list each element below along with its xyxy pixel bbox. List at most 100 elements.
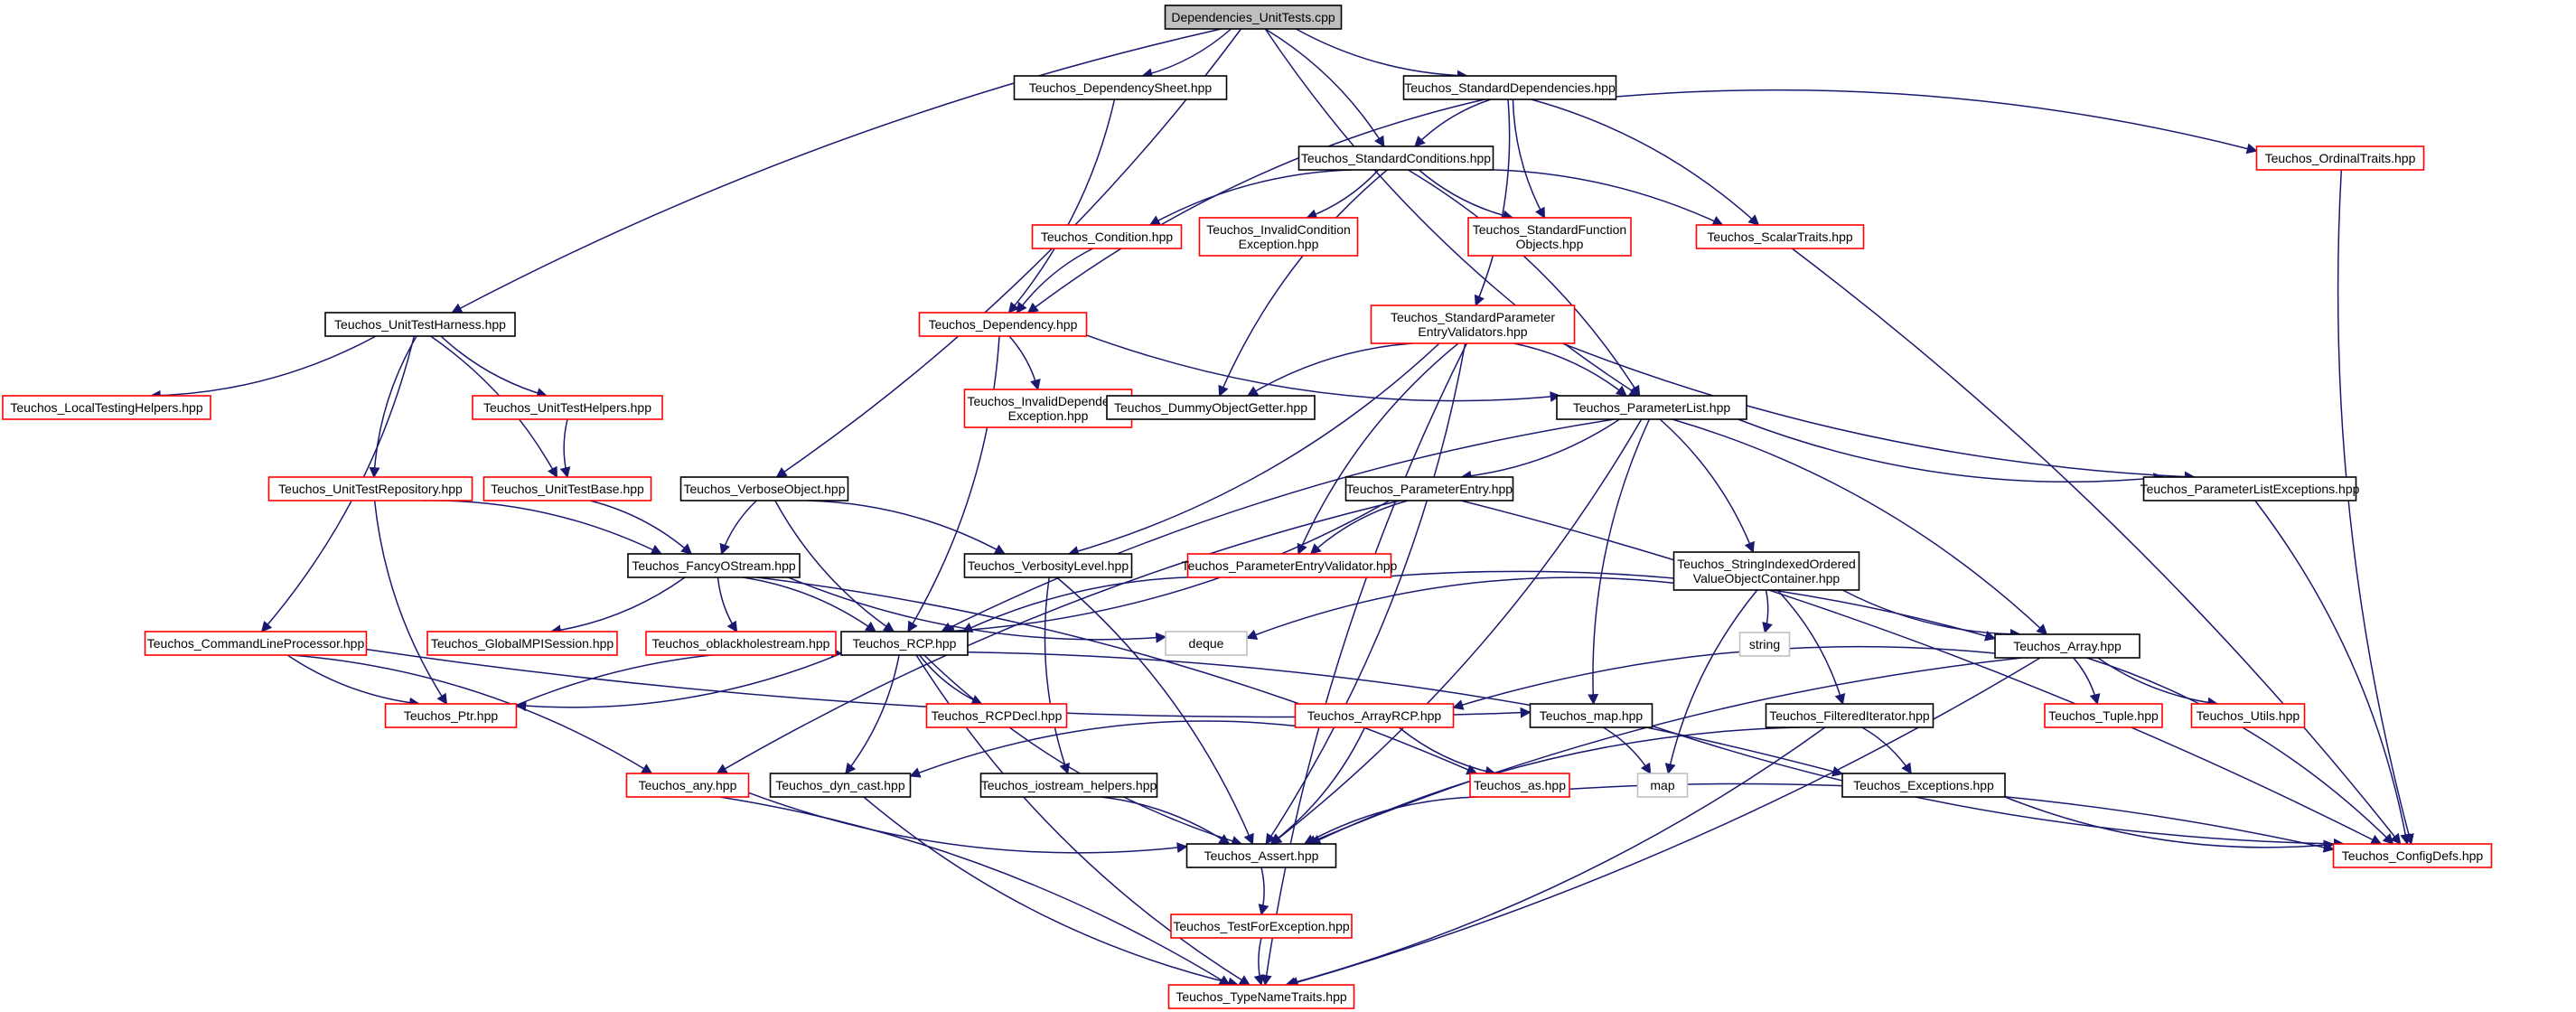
node-verbobj[interactable]: Teuchos_VerboseObject.hpp — [679, 476, 849, 501]
node-dependency[interactable]: Teuchos_Dependency.hpp — [918, 312, 1088, 337]
node-rcpdecl[interactable]: Teuchos_RCPDecl.hpp — [925, 703, 1068, 728]
edge-utrepo-to-ptr — [373, 500, 448, 706]
node-array[interactable]: Teuchos_Array.hpp — [1994, 633, 2140, 659]
node-label-pev: Teuchos_ParameterEntryValidator.hpp — [1182, 558, 1398, 573]
node-label-verbobj: Teuchos_VerboseObject.hpp — [683, 482, 845, 496]
node-tfe[interactable]: Teuchos_TestForException.hpp — [1170, 914, 1353, 939]
edge-array-to-utils — [2097, 657, 2219, 708]
node-box-ordinal — [2255, 145, 2425, 171]
node-box-stddeps — [1402, 75, 1617, 100]
node-arcp[interactable]: Teuchos_ArrayRCP.hpp — [1294, 703, 1455, 728]
node-oblack[interactable]: Teuchos_oblackholestream.hpp — [645, 631, 837, 656]
edge-arcp-to-dyncast — [909, 720, 1296, 778]
edge-array-to-assert — [1305, 657, 2023, 846]
node-stdcond[interactable]: Teuchos_StandardConditions.hpp — [1297, 145, 1494, 171]
node-ptr[interactable]: Teuchos_Ptr.hpp — [384, 703, 518, 728]
node-box-plexc — [2142, 476, 2357, 501]
node-label-as: Teuchos_as.hpp — [1474, 778, 1566, 792]
node-tnt[interactable]: Teuchos_TypeNameTraits.hpp — [1167, 984, 1355, 1009]
node-box-root — [1164, 5, 1343, 30]
node-box-cmdline — [144, 631, 368, 656]
node-exceptions[interactable]: Teuchos_Exceptions.hpp — [1841, 773, 2006, 798]
node-tuple[interactable]: Teuchos_Tuple.hpp — [2044, 703, 2163, 728]
edge-verblevel-to-iohelp — [1044, 576, 1070, 775]
node-iohelp[interactable]: Teuchos_iostream_helpers.hpp — [979, 773, 1158, 798]
node-label-fos: Teuchos_FancyOStream.hpp — [632, 558, 796, 573]
node-utbase[interactable]: Teuchos_UnitTestBase.hpp — [482, 476, 652, 501]
node-scalar[interactable]: Teuchos_ScalarTraits.hpp — [1695, 224, 1865, 249]
node-label-verblevel: Teuchos_VerbosityLevel.hpp — [968, 558, 1129, 573]
node-map[interactable]: Teuchos_map.hpp — [1529, 703, 1653, 728]
node-label-sivoc: ValueObjectContainer.hpp — [1693, 571, 1841, 586]
node-plexc[interactable]: Teuchos_ParameterListExceptions.hpp — [2140, 476, 2360, 501]
node-box-map — [1529, 703, 1653, 728]
node-label-arcp: Teuchos_ArrayRCP.hpp — [1307, 708, 1442, 723]
node-spev[interactable]: Teuchos_StandardParameterEntryValidators… — [1370, 305, 1576, 344]
node-plist[interactable]: Teuchos_ParameterList.hpp — [1556, 395, 1747, 420]
node-label-depsheet: Teuchos_DependencySheet.hpp — [1029, 80, 1213, 95]
node-stdmap[interactable]: map — [1636, 773, 1689, 798]
edge-pev-to-rcp — [961, 576, 1232, 632]
node-fos[interactable]: Teuchos_FancyOStream.hpp — [627, 553, 801, 578]
node-label-stdfunc: Teuchos_StandardFunction — [1473, 222, 1626, 237]
node-box-utbase — [482, 476, 652, 501]
node-depsheet[interactable]: Teuchos_DependencySheet.hpp — [1013, 75, 1228, 100]
edge-root-to-plist — [1264, 28, 1641, 397]
node-rcp[interactable]: Teuchos_RCP.hpp — [840, 631, 969, 656]
node-box-condition — [1031, 224, 1183, 249]
node-label-iohelp: Teuchos_iostream_helpers.hpp — [981, 778, 1157, 792]
node-label-tfe: Teuchos_TestForException.hpp — [1173, 919, 1350, 933]
edge-spev-to-tnt — [1260, 342, 1468, 987]
edge-verblevel-to-assert — [1056, 576, 1254, 846]
node-label-exceptions: Teuchos_Exceptions.hpp — [1853, 778, 1994, 792]
node-uth[interactable]: Teuchos_UnitTestHarness.hpp — [324, 312, 516, 337]
edge-condition-to-dependency — [1016, 248, 1093, 314]
node-label-rcpdecl: Teuchos_RCPDecl.hpp — [932, 708, 1063, 723]
edge-stddeps-to-dependency — [1026, 98, 1485, 314]
edge-uth-to-utrepo — [369, 335, 417, 479]
node-label-uthelp: Teuchos_UnitTestHelpers.hpp — [483, 400, 651, 415]
edge-plist-to-sivoc — [1659, 418, 1755, 554]
node-pentry[interactable]: Teuchos_ParameterEntry.hpp — [1344, 476, 1514, 501]
node-label-oblack: Teuchos_oblackholestream.hpp — [652, 636, 830, 651]
node-box-utrepo — [267, 476, 473, 501]
node-label-config: Teuchos_ConfigDefs.hpp — [2342, 848, 2484, 863]
node-ordinal[interactable]: Teuchos_OrdinalTraits.hpp — [2255, 145, 2425, 171]
node-config[interactable]: Teuchos_ConfigDefs.hpp — [2332, 843, 2493, 868]
edge-root-to-verbobj — [775, 28, 1242, 478]
node-box-exceptions — [1841, 773, 2006, 798]
node-dummy[interactable]: Teuchos_DummyObjectGetter.hpp — [1106, 395, 1316, 420]
node-utils[interactable]: Teuchos_Utils.hpp — [2190, 703, 2306, 728]
node-string[interactable]: string — [1738, 632, 1791, 657]
node-gmpi[interactable]: Teuchos_GlobalMPISession.hpp — [426, 631, 618, 656]
node-pev[interactable]: Teuchos_ParameterEntryValidator.hpp — [1182, 553, 1398, 578]
node-any[interactable]: Teuchos_any.hpp — [625, 773, 750, 798]
node-ltest[interactable]: Teuchos_LocalTestingHelpers.hpp — [2, 395, 211, 420]
edge-uth-to-ltest — [149, 335, 377, 401]
edge-stddeps-to-stdcond — [1414, 98, 1492, 147]
node-verblevel[interactable]: Teuchos_VerbosityLevel.hpp — [963, 553, 1133, 578]
edge-ordinal-to-config — [2337, 169, 2414, 846]
edge-stdcond-to-invcond — [1306, 169, 1380, 220]
node-condition[interactable]: Teuchos_Condition.hpp — [1031, 224, 1183, 249]
node-uthelp[interactable]: Teuchos_UnitTestHelpers.hpp — [472, 395, 663, 420]
node-label-invcond: Exception.hpp — [1239, 237, 1319, 251]
node-stddeps[interactable]: Teuchos_StandardDependencies.hpp — [1402, 75, 1617, 100]
nodes-layer: Dependencies_UnitTests.cppTeuchos_Depend… — [2, 5, 2493, 1009]
node-utrepo[interactable]: Teuchos_UnitTestRepository.hpp — [267, 476, 473, 501]
node-sivoc[interactable]: Teuchos_StringIndexedOrderedValueObjectC… — [1672, 551, 1860, 591]
edge-sivoc-to-stdmap — [1664, 589, 1758, 775]
node-assert[interactable]: Teuchos_Assert.hpp — [1185, 843, 1337, 868]
node-dyncast[interactable]: Teuchos_dyn_cast.hpp — [769, 773, 912, 798]
node-deque[interactable]: deque — [1165, 631, 1248, 656]
node-box-invcond — [1198, 217, 1359, 257]
node-filtit[interactable]: Teuchos_FilteredIterator.hpp — [1765, 703, 1934, 728]
node-as[interactable]: Teuchos_as.hpp — [1469, 773, 1570, 798]
node-cmdline[interactable]: Teuchos_CommandLineProcessor.hpp — [144, 631, 368, 656]
node-label-plist: Teuchos_ParameterList.hpp — [1573, 400, 1731, 415]
node-root[interactable]: Dependencies_UnitTests.cpp — [1164, 5, 1343, 30]
edge-pentry-to-pev — [1309, 500, 1409, 555]
